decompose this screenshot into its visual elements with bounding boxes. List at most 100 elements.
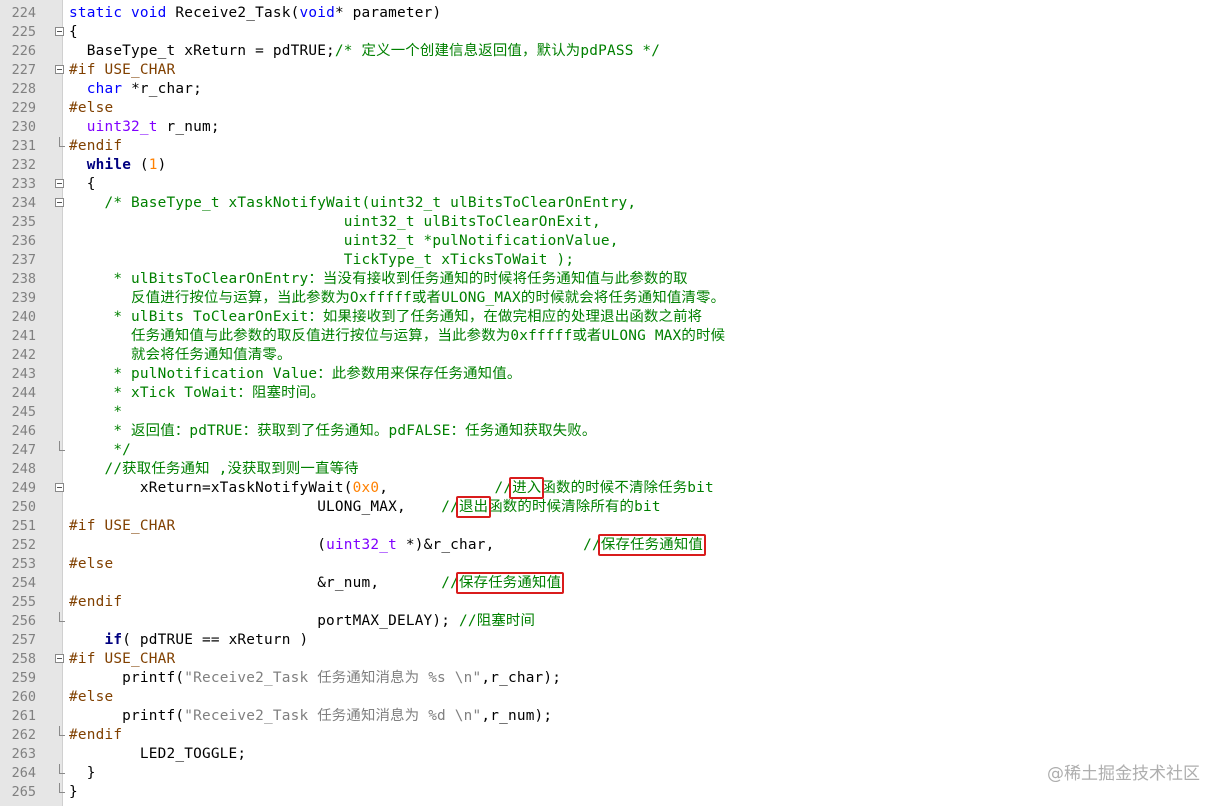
code-text[interactable]: &r_num, //保存任务通知值 — [69, 574, 561, 593]
code-line[interactable]: 255#endif — [0, 593, 1222, 612]
code-line[interactable]: 235 uint32_t ulBitsToClearOnExit, — [0, 213, 1222, 232]
code-token: printf( — [69, 708, 185, 724]
code-text[interactable]: TickType_t xTicksToWait ); — [69, 251, 574, 270]
code-line[interactable]: 264 } — [0, 764, 1222, 783]
code-line[interactable]: 242 就会将任务通知值清零。 — [0, 346, 1222, 365]
code-line[interactable]: 234 /* BaseType_t xTaskNotifyWait(uint32… — [0, 194, 1222, 213]
code-text[interactable]: * xTick ToWait：阻塞时间。 — [69, 384, 325, 403]
code-line[interactable]: 229#else — [0, 99, 1222, 118]
fold-collapse-icon[interactable] — [55, 27, 64, 36]
code-text[interactable]: 任务通知值与此参数的取反值进行按位与运算，当此参数为0xfffff或者ULONG… — [69, 327, 725, 346]
code-text[interactable]: } — [69, 783, 78, 802]
code-text[interactable]: #endif — [69, 726, 122, 745]
code-line[interactable]: 225{ — [0, 23, 1222, 42]
code-line[interactable]: 263 LED2_TOGGLE; — [0, 745, 1222, 764]
fold-collapse-icon[interactable] — [55, 198, 64, 207]
code-text[interactable]: #else — [69, 99, 113, 118]
code-line[interactable]: 250 ULONG_MAX, //退出函数的时候清除所有的bit — [0, 498, 1222, 517]
code-line[interactable]: 262#endif — [0, 726, 1222, 745]
code-text[interactable]: #endif — [69, 137, 122, 156]
code-line[interactable]: 224 static void Receive2_Task(void* param… — [0, 4, 1222, 23]
code-text[interactable]: (uint32_t *)&r_char, //保存任务通知值 — [69, 536, 703, 555]
code-line[interactable]: 230 uint32_t r_num; — [0, 118, 1222, 137]
code-line[interactable]: 245 * — [0, 403, 1222, 422]
code-line[interactable]: 244 * xTick ToWait：阻塞时间。 — [0, 384, 1222, 403]
code-text[interactable]: { — [69, 175, 96, 194]
code-text[interactable]: if( pdTRUE == xReturn ) — [69, 631, 308, 650]
code-line[interactable]: 254 &r_num, //保存任务通知值 — [0, 574, 1222, 593]
code-text[interactable]: } — [69, 764, 96, 783]
code-line[interactable]: 260#else — [0, 688, 1222, 707]
code-line[interactable]: 249 xReturn=xTaskNotifyWait(0x0, //进入函数的… — [0, 479, 1222, 498]
code-token: while — [86, 157, 132, 173]
code-line[interactable]: 243 * pulNotification Value：此参数用来保存任务通知值… — [0, 365, 1222, 384]
code-text[interactable]: * ulBitsToClearOnEntry：当没有接收到任务通知的时候将任务通… — [69, 270, 688, 289]
code-text[interactable]: static void Receive2_Task(void* paramete… — [69, 4, 441, 23]
code-line[interactable]: 251#if USE_CHAR — [0, 517, 1222, 536]
code-line[interactable]: 257 if( pdTRUE == xReturn ) — [0, 631, 1222, 650]
fold-collapse-icon[interactable] — [55, 179, 64, 188]
code-line[interactable]: 232 while (1) — [0, 156, 1222, 175]
code-text[interactable]: /* BaseType_t xTaskNotifyWait(uint32_t u… — [69, 194, 636, 213]
code-text[interactable]: #if USE_CHAR — [69, 517, 175, 536]
code-text[interactable]: #if USE_CHAR — [69, 650, 175, 669]
code-token: #if USE_CHAR — [69, 518, 176, 534]
code-line[interactable]: 256 portMAX_DELAY); //阻塞时间 — [0, 612, 1222, 631]
code-line[interactable]: 231#endif — [0, 137, 1222, 156]
code-line[interactable]: 227 #if USE_CHAR — [0, 61, 1222, 80]
code-text[interactable]: printf("Receive2_Task 任务通知消息为 %d \n",r_n… — [69, 707, 552, 726]
code-line[interactable]: 236 uint32_t *pulNotificationValue, — [0, 232, 1222, 251]
line-number: 227 — [11, 62, 36, 78]
code-line[interactable]: 228 char *r_char; — [0, 80, 1222, 99]
code-line[interactable]: 237 TickType_t xTicksToWait ); — [0, 251, 1222, 270]
code-line[interactable]: 241 任务通知值与此参数的取反值进行按位与运算，当此参数为0xfffff或者U… — [0, 327, 1222, 346]
code-line[interactable]: 265} — [0, 783, 1222, 802]
code-text[interactable]: * — [69, 403, 122, 422]
code-token: ( — [131, 157, 149, 173]
code-token: 1 — [148, 157, 158, 173]
code-text[interactable]: uint32_t r_num; — [69, 118, 220, 137]
fold-collapse-icon[interactable] — [55, 654, 64, 663]
code-text[interactable]: while (1) — [69, 156, 167, 175]
code-line[interactable]: 261 printf("Receive2_Task 任务通知消息为 %d \n"… — [0, 707, 1222, 726]
code-text[interactable]: LED2_TOGGLE; — [69, 745, 246, 764]
code-text[interactable]: uint32_t ulBitsToClearOnExit, — [69, 213, 601, 232]
code-line[interactable]: 226 BaseType_t xReturn = pdTRUE;/* 定义一个创… — [0, 42, 1222, 61]
fold-collapse-icon[interactable] — [55, 65, 64, 74]
fold-collapse-icon[interactable] — [55, 483, 64, 492]
code-token: //保存任务通知值 — [583, 537, 704, 553]
code-text[interactable]: char *r_char; — [69, 80, 202, 99]
code-line[interactable]: 259 printf("Receive2_Task 任务通知消息为 %s \n"… — [0, 669, 1222, 688]
code-text[interactable]: #else — [69, 688, 113, 707]
code-line[interactable]: 233 { — [0, 175, 1222, 194]
line-number: 233 — [11, 176, 36, 192]
code-line[interactable]: 247 */ — [0, 441, 1222, 460]
code-text[interactable]: printf("Receive2_Task 任务通知消息为 %s \n",r_c… — [69, 669, 561, 688]
code-line[interactable]: 252 (uint32_t *)&r_char, //保存任务通知值 — [0, 536, 1222, 555]
code-text[interactable]: 反值进行按位与运算，当此参数为Oxfffff或者ULONG_MAX的时候就会将任… — [69, 289, 725, 308]
code-text[interactable]: { — [69, 23, 78, 42]
code-text[interactable]: #else — [69, 555, 113, 574]
code-text[interactable]: //获取任务通知 ,没获取到则一直等待 — [69, 460, 359, 479]
code-line[interactable]: 248 //获取任务通知 ,没获取到则一直等待 — [0, 460, 1222, 479]
code-line[interactable]: 258#if USE_CHAR — [0, 650, 1222, 669]
code-text[interactable]: uint32_t *pulNotificationValue, — [69, 232, 619, 251]
code-line[interactable]: 238 * ulBitsToClearOnEntry：当没有接收到任务通知的时候… — [0, 270, 1222, 289]
code-line[interactable]: 253#else — [0, 555, 1222, 574]
code-text[interactable]: portMAX_DELAY); //阻塞时间 — [69, 612, 535, 631]
code-text[interactable]: * 返回值：pdTRUE：获取到了任务通知。pdFALSE：任务通知获取失败。 — [69, 422, 596, 441]
code-text[interactable]: * ulBits ToClearOnExit：如果接收到了任务通知，在做完相应的… — [69, 308, 702, 327]
code-text[interactable]: 就会将任务通知值清零。 — [69, 346, 292, 365]
code-text[interactable]: BaseType_t xReturn = pdTRUE;/* 定义一个创建信息返… — [69, 42, 660, 61]
code-line[interactable]: 246 * 返回值：pdTRUE：获取到了任务通知。pdFALSE：任务通知获取… — [0, 422, 1222, 441]
code-line[interactable]: 239 反值进行按位与运算，当此参数为Oxfffff或者ULONG_MAX的时候… — [0, 289, 1222, 308]
code-text[interactable]: * pulNotification Value：此参数用来保存任务通知值。 — [69, 365, 521, 384]
code-text[interactable]: */ — [69, 441, 131, 460]
code-text[interactable]: #endif — [69, 593, 122, 612]
code-text[interactable]: ULONG_MAX, //退出函数的时候清除所有的bit — [69, 498, 661, 517]
line-number: 224 — [11, 5, 36, 21]
code-line[interactable]: 240 * ulBits ToClearOnExit：如果接收到了任务通知，在做… — [0, 308, 1222, 327]
code-text[interactable]: xReturn=xTaskNotifyWait(0x0, //进入函数的时候不清… — [69, 479, 714, 498]
code-text[interactable]: #if USE_CHAR — [69, 61, 175, 80]
